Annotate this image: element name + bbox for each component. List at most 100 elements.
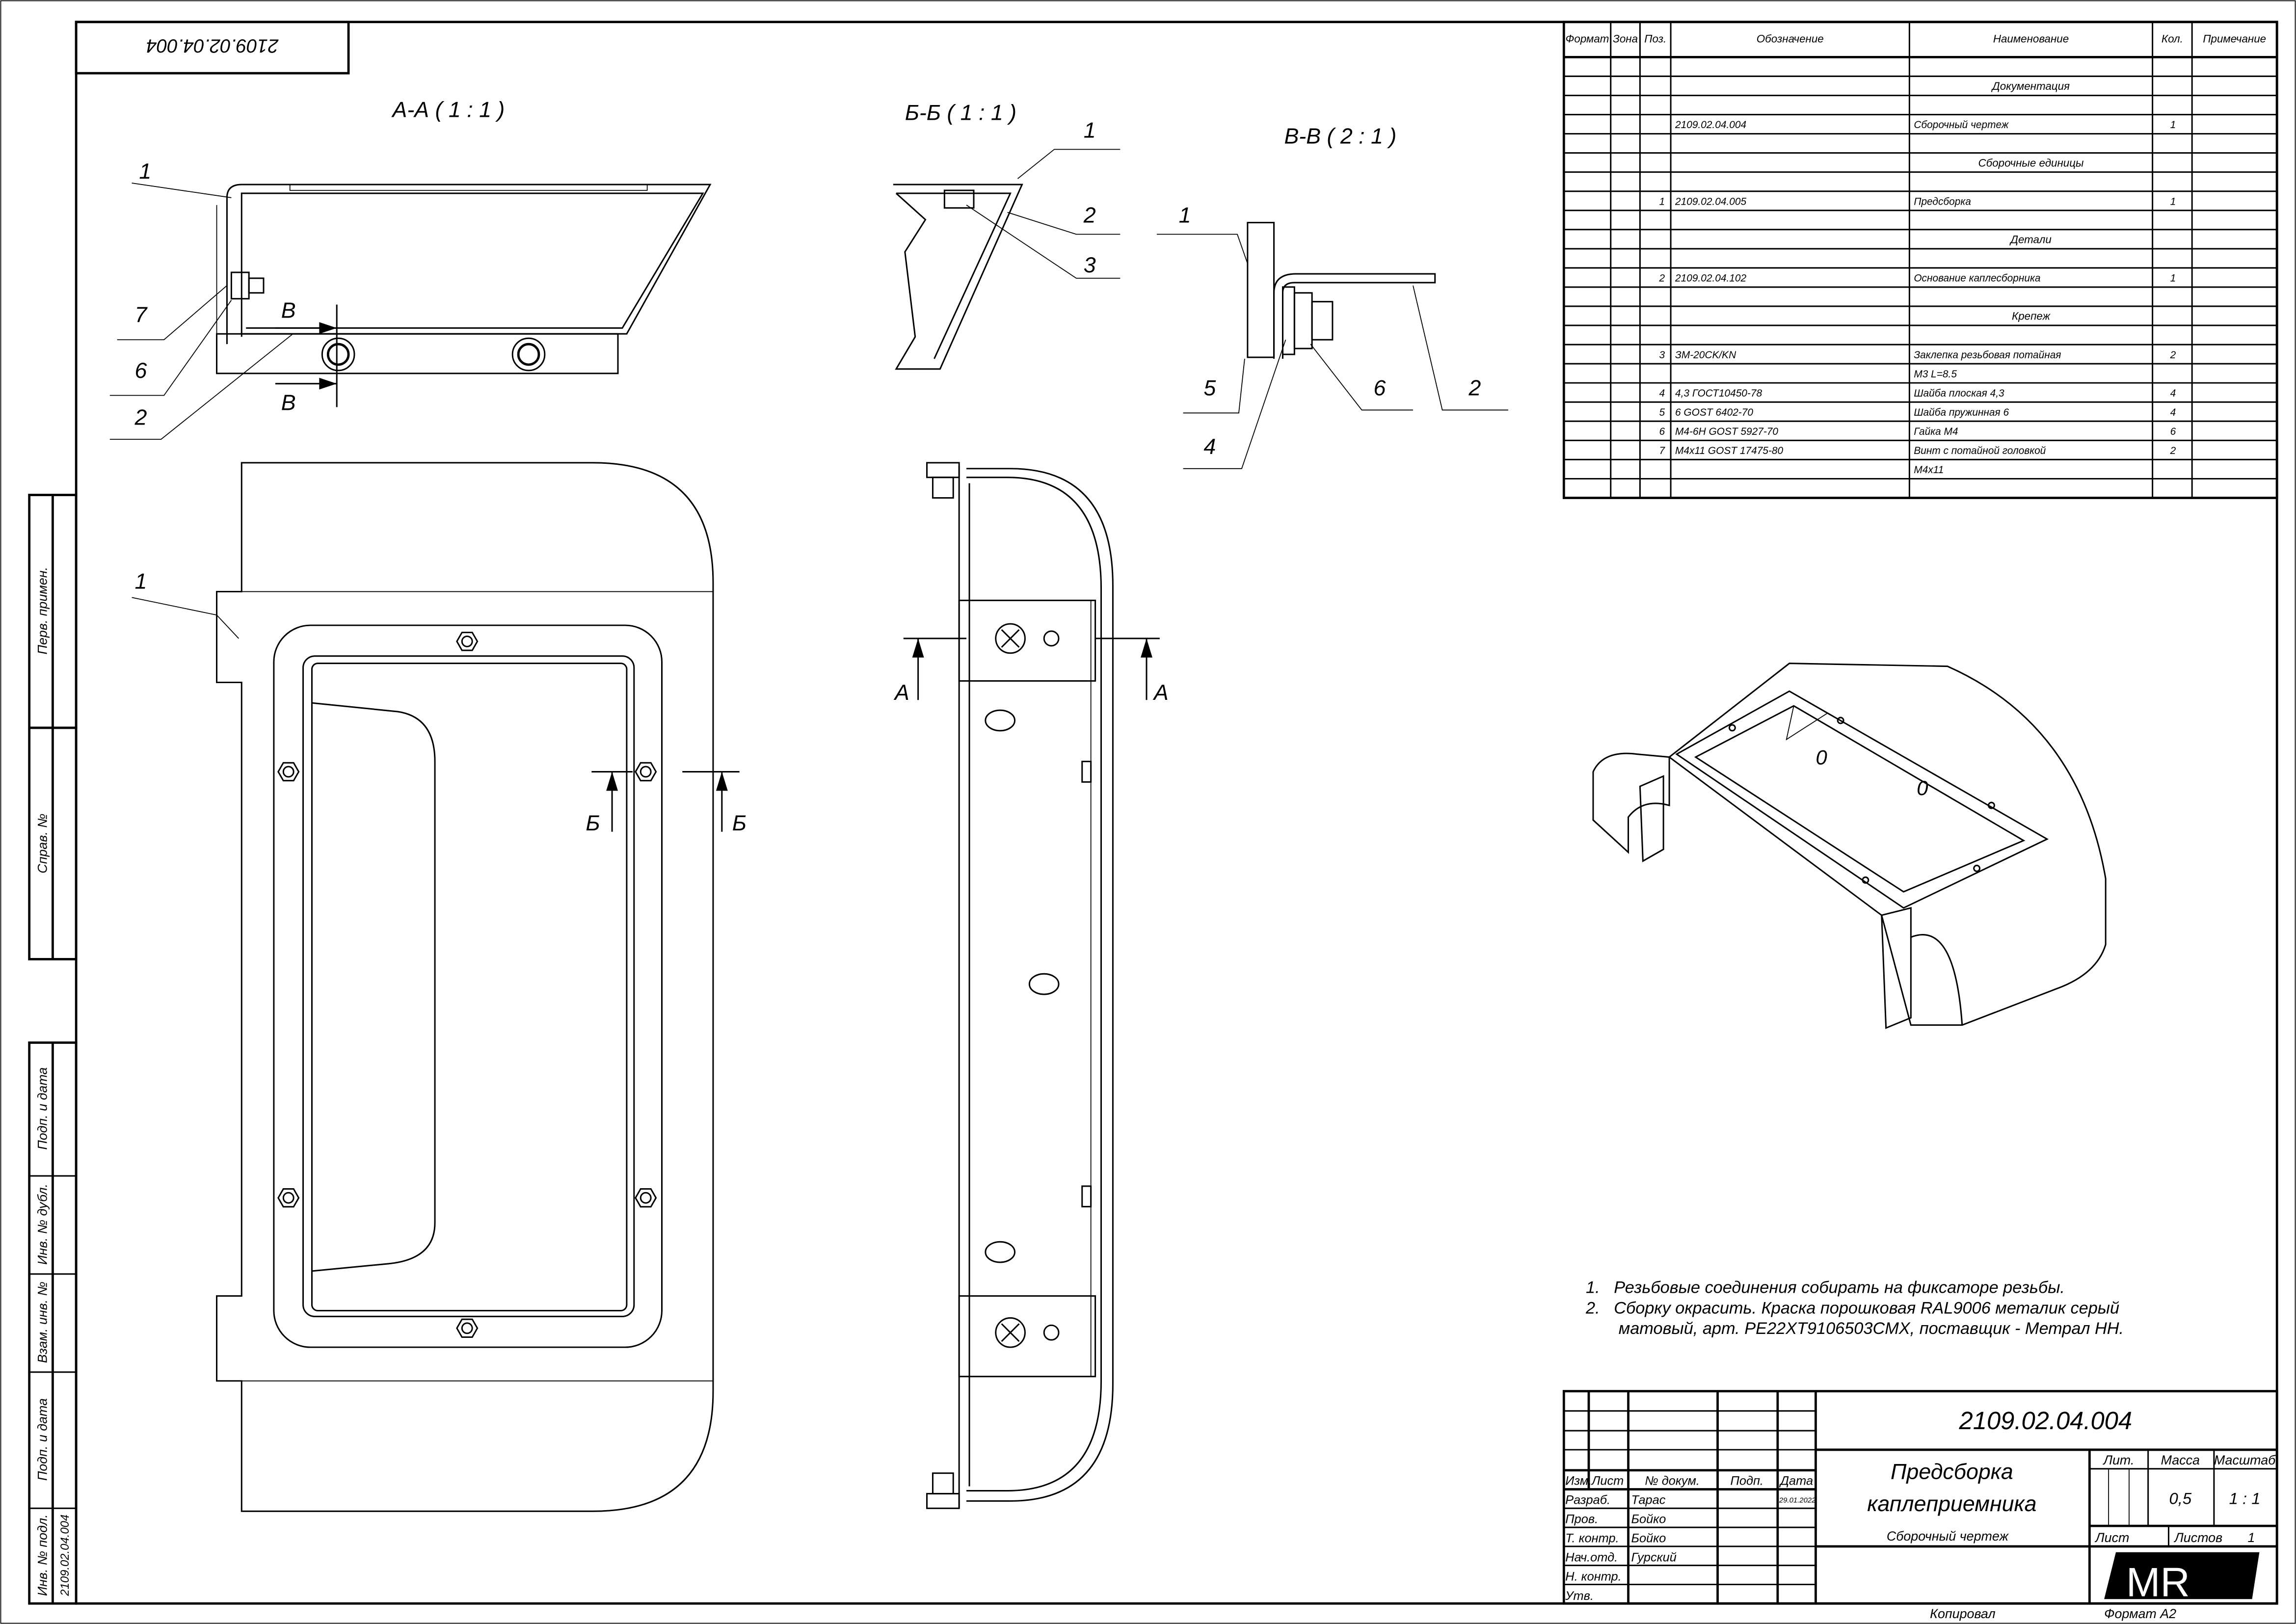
spec-header: Зона	[1613, 33, 1638, 45]
spec-name: Шайба пружинная 6	[1914, 407, 2009, 418]
strip-label-perv-primen: Перв. примен.	[35, 567, 50, 654]
spec-name: Шайба плоская 4,3	[1914, 388, 2004, 399]
front-view: 1 Б Б	[132, 462, 747, 1512]
spec-name: M4x11	[1914, 464, 1944, 476]
spec-name: Сборочный чертеж	[1914, 119, 2009, 131]
drawing-frame	[75, 21, 2278, 1605]
callout-aa-2: 2	[134, 405, 147, 429]
cut-letter-b: Б	[586, 811, 600, 835]
bracket	[958, 1295, 1096, 1378]
tb-header-list: Лист	[1591, 1474, 1624, 1488]
tb-header-izm: Изм.	[1565, 1474, 1592, 1488]
section-aa-title: А-А ( 1 : 1 )	[391, 98, 505, 122]
tb-scale: 1 : 1	[2229, 1489, 2261, 1507]
section-vv-title: В-В ( 2 : 1 )	[1284, 124, 1396, 148]
iso-mark: 0	[1917, 776, 1928, 799]
note-2: 2. Сборку окрасить. Краска порошковая RA…	[1585, 1299, 2119, 1317]
spec-pos: 6	[1659, 426, 1665, 437]
nut-icon	[277, 1188, 300, 1208]
strip-label-vzam-inv: Взам. инв. №	[35, 1281, 50, 1363]
spec-header: Примечание	[2203, 33, 2266, 45]
rivet-icon	[943, 189, 975, 209]
tb-header-date: Дата	[1779, 1474, 1813, 1488]
handle-outline	[312, 702, 436, 1272]
tb-header-sign: Подп.	[1730, 1474, 1763, 1488]
callout-vv-4: 4	[1203, 434, 1216, 459]
tb-scale-label: Масштаб	[2214, 1453, 2276, 1467]
nut-icon	[635, 762, 657, 782]
tb-name-line1: Предсборка	[1891, 1460, 2013, 1484]
spec-designation: M4-6H GOST 5927-70	[1675, 426, 1778, 437]
logo-text: MR	[2126, 1559, 2190, 1605]
tb-header-doc: № докум.	[1645, 1474, 1700, 1488]
callout-aa-1: 1	[139, 159, 151, 184]
bracket	[958, 599, 1096, 682]
tb-sheets: 1	[2248, 1530, 2255, 1545]
tb-role: Пров.	[1565, 1512, 1598, 1526]
spec-designation: 6 GOST 6402-70	[1675, 407, 1753, 418]
spec-qty: 4	[2170, 388, 2176, 399]
spec-designation: 2109.02.04.005	[1675, 196, 1746, 207]
isometric-view: 0 0	[1592, 663, 2107, 1029]
spec-pos: 3	[1659, 349, 1665, 361]
strip-label-sprav: Справ. №	[35, 814, 50, 874]
slot	[985, 709, 1016, 732]
callout-bb-1: 1	[1084, 118, 1096, 142]
spec-qty: 6	[2170, 426, 2176, 437]
tb-role: Разраб.	[1565, 1493, 1610, 1507]
spec-name: Заклепка резьбовая потайная	[1914, 349, 2061, 361]
spec-name: M3 L=8.5	[1914, 369, 1957, 380]
note-2-cont: матовый, арт. PE22XT9106503CMX, поставщи…	[1586, 1319, 2124, 1338]
spec-header: Наименование	[1993, 33, 2069, 45]
washer-icon	[321, 337, 355, 372]
spec-header: Формат	[1566, 33, 1609, 45]
spec-name: Предсборка	[1914, 196, 1971, 207]
cut-letter-v: В	[281, 298, 296, 322]
spec-section-title: Сборочные единицы	[1978, 157, 2084, 169]
callout-front-1: 1	[134, 569, 147, 593]
screw-icon	[995, 623, 1026, 654]
strip-label-inv-podl: Инв. № подл.	[35, 1514, 50, 1596]
spec-qty: 1	[2170, 196, 2176, 207]
callout-vv-1: 1	[1179, 203, 1191, 228]
section-aa-view: А-А ( 1 : 1 ) 1 7 6 2 В В	[109, 98, 712, 440]
callout-vv-6: 6	[1373, 376, 1386, 400]
tb-sheet-label: Лист	[2094, 1530, 2129, 1545]
tb-person: Бойко	[1631, 1512, 1666, 1526]
tb-person: Бойко	[1631, 1532, 1666, 1545]
nut-icon	[277, 762, 300, 782]
company-logo: MR	[2104, 1552, 2260, 1605]
tb-date: 29.01.2022	[1779, 1496, 1816, 1504]
tb-person: Гурский	[1631, 1551, 1677, 1565]
spec-section-title: Крепеж	[2012, 310, 2051, 322]
strip-label-inv-dubl: Инв. № дубл.	[35, 1184, 50, 1265]
slot	[985, 1241, 1016, 1263]
spec-section-title: Документация	[1991, 80, 2070, 92]
washer-icon	[511, 337, 546, 372]
callout-aa-7: 7	[134, 302, 148, 327]
screw-icon	[995, 1317, 1026, 1348]
tb-role: Утв.	[1565, 1589, 1594, 1603]
tb-role: Н. контр.	[1565, 1570, 1621, 1584]
spec-name: Винт с потайной головкой	[1914, 445, 2046, 456]
spec-designation: M4x11 GOST 17475-80	[1675, 445, 1783, 456]
tb-lit-label: Лит.	[2103, 1453, 2135, 1467]
spec-qty: 1	[2170, 119, 2176, 131]
spec-header: Обозначение	[1757, 33, 1824, 45]
spec-qty: 2	[2170, 445, 2176, 456]
spec-pos: 5	[1659, 407, 1665, 418]
section-bb-title: Б-Б ( 1 : 1 )	[905, 101, 1016, 125]
spec-pos: 2	[1659, 273, 1665, 284]
tb-mass-label: Масса	[2161, 1453, 2200, 1467]
tb-role: Т. контр.	[1565, 1532, 1619, 1545]
side-strip: Перв. примен. Справ. № Подп. и дата Инв.…	[28, 494, 78, 1605]
spec-designation: 4,3 ГОСТ10450-78	[1675, 388, 1762, 399]
section-bb-view: Б-Б ( 1 : 1 ) 1 2 3	[893, 101, 1121, 370]
spec-name: Основание каплесборника	[1914, 273, 2040, 284]
spec-pos: 7	[1659, 445, 1666, 456]
tb-sheets-label: Листов	[2173, 1530, 2222, 1545]
top-stamp-text: 2109.02.04.004	[146, 35, 279, 56]
